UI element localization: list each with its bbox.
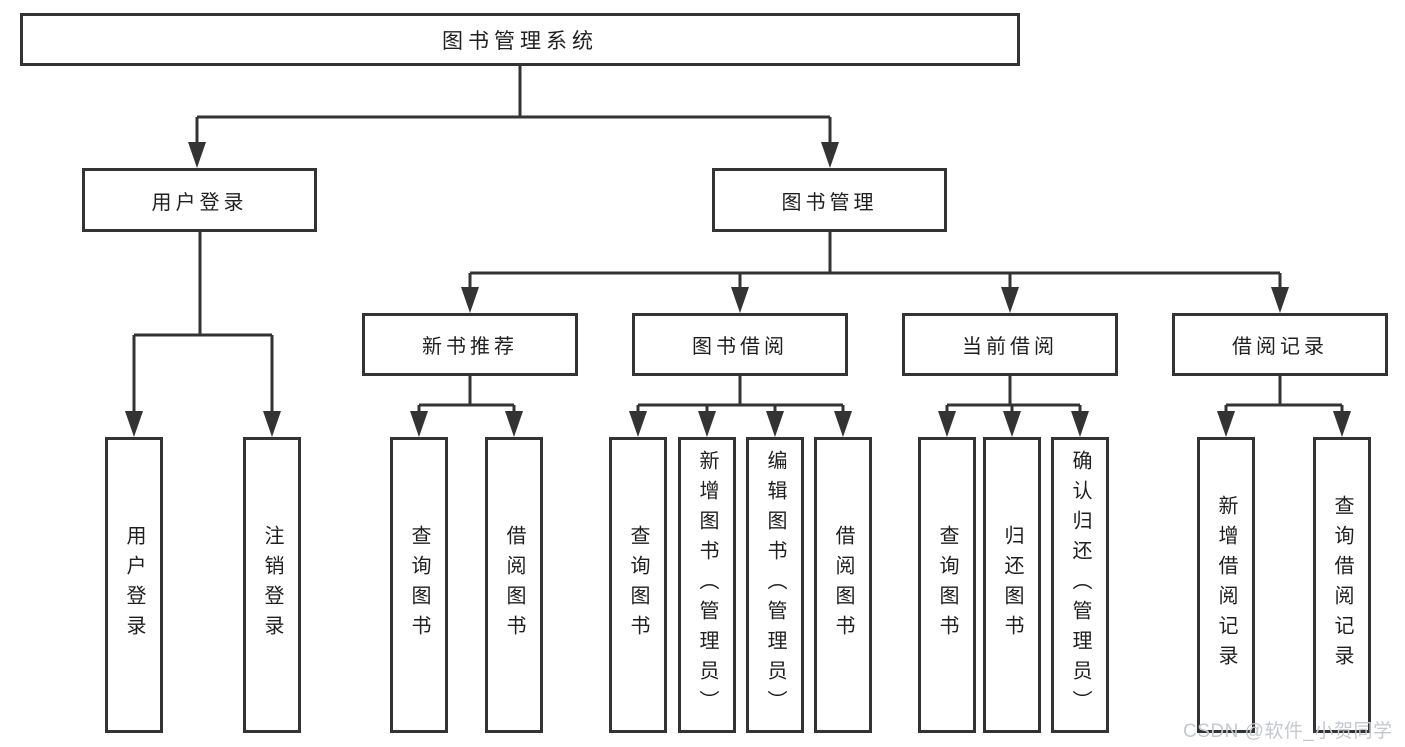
leaf-return-books: 归还图书 — [983, 437, 1041, 733]
leaf-add-borrow-record-label: 新增借阅记录 — [1215, 495, 1237, 675]
leaf-edit-books-admin-label: 编辑图书（管理员） — [764, 450, 786, 720]
node-borrow-record-label: 借阅记录 — [1232, 336, 1328, 358]
node-current-borrow-label: 当前借阅 — [962, 336, 1058, 358]
root-node-library-system: 图书管理系统 — [20, 13, 1020, 66]
leaf-logout-label: 注销登录 — [261, 525, 283, 645]
node-user-login-label: 用户登录 — [151, 191, 248, 214]
leaf-edit-books-admin: 编辑图书（管理员） — [746, 437, 804, 733]
leaf-query-borrow-record: 查询借阅记录 — [1313, 437, 1371, 733]
node-book-borrow-label: 图书借阅 — [692, 336, 788, 358]
leaf-query-books-recommend-label: 查询图书 — [408, 525, 430, 645]
leaf-query-books-borrow-label: 查询图书 — [627, 525, 649, 645]
leaf-logout: 注销登录 — [243, 437, 301, 733]
node-user-login: 用户登录 — [82, 168, 317, 232]
node-book-management: 图书管理 — [712, 168, 947, 232]
leaf-borrow-books-recommend: 借阅图书 — [485, 437, 543, 733]
csdn-watermark: CSDN @软件_小贺同学 — [1183, 721, 1393, 742]
node-current-borrow: 当前借阅 — [902, 313, 1118, 376]
leaf-return-books-label: 归还图书 — [1001, 525, 1023, 645]
root-node-label: 图书管理系统 — [442, 29, 598, 53]
node-new-book-recommend-label: 新书推荐 — [422, 336, 518, 358]
node-new-book-recommend: 新书推荐 — [362, 313, 578, 376]
leaf-borrow-books-label: 借阅图书 — [832, 525, 854, 645]
leaf-confirm-return-admin-label: 确认归还（管理员） — [1069, 450, 1091, 720]
leaf-add-borrow-record: 新增借阅记录 — [1197, 437, 1255, 733]
leaf-query-books-current: 查询图书 — [918, 437, 976, 733]
leaf-add-books-admin-label: 新增图书（管理员） — [696, 450, 718, 720]
node-book-management-label: 图书管理 — [781, 191, 878, 214]
leaf-query-books-current-label: 查询图书 — [936, 525, 958, 645]
node-book-borrow: 图书借阅 — [632, 313, 848, 376]
leaf-borrow-books-recommend-label: 借阅图书 — [503, 525, 525, 645]
leaf-query-books-recommend: 查询图书 — [390, 437, 448, 733]
node-borrow-record: 借阅记录 — [1172, 313, 1388, 376]
leaf-user-login-label: 用户登录 — [123, 525, 145, 645]
leaf-query-books-borrow: 查询图书 — [609, 437, 667, 733]
leaf-add-books-admin: 新增图书（管理员） — [678, 437, 736, 733]
leaf-query-borrow-record-label: 查询借阅记录 — [1331, 495, 1353, 675]
leaf-borrow-books: 借阅图书 — [814, 437, 872, 733]
leaf-user-login: 用户登录 — [105, 437, 163, 733]
leaf-confirm-return-admin: 确认归还（管理员） — [1051, 437, 1109, 733]
